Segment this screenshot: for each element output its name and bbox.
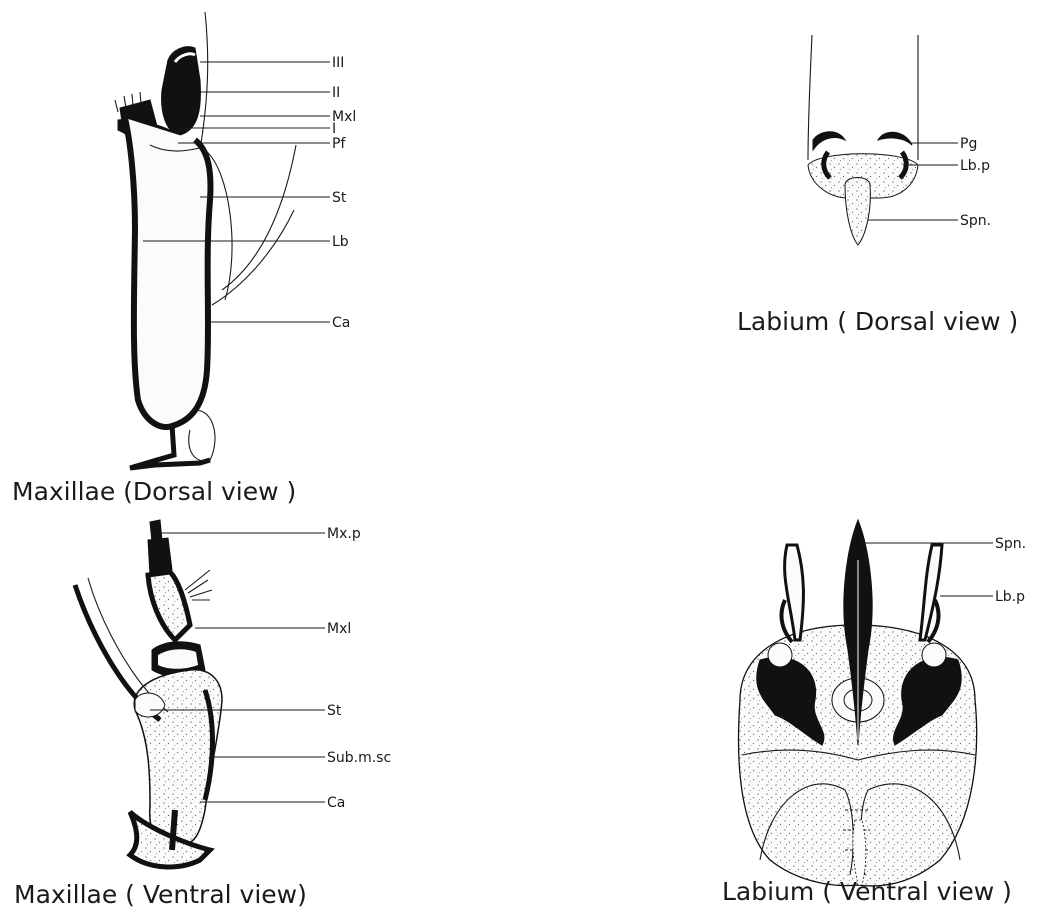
label-mxp: Mx.p [327, 526, 361, 542]
caption-labium-dorsal: Labium ( Dorsal view ) [737, 307, 1018, 336]
maxillae-ventral-drawing [75, 520, 222, 867]
label-spn-ventral: Spn. [995, 536, 1026, 552]
label-II: II [332, 85, 340, 101]
caption-labium-ventral: Labium ( Ventral view ) [722, 877, 1012, 906]
label-st-ventral: St [327, 703, 342, 719]
label-spn: Spn. [960, 213, 991, 229]
label-mxl-ventral: Mxl [327, 621, 351, 637]
caption-maxillae-ventral: Maxillae ( Ventral view) [14, 880, 307, 909]
label-I: I [332, 121, 336, 137]
label-ca: Ca [332, 315, 350, 331]
label-st: St [332, 190, 347, 206]
labium-dorsal-labels: Pg Lb.p Spn. [960, 136, 991, 229]
caption-maxillae-dorsal: Maxillae (Dorsal view ) [12, 477, 296, 506]
label-lb: Lb [332, 234, 349, 250]
label-lbp-ventral: Lb.p [995, 589, 1025, 605]
label-III: III [332, 55, 344, 71]
maxillae-dorsal-labels: III II Mxl I Pf St Lb Ca [332, 55, 356, 331]
labium-ventral-drawing [739, 520, 977, 886]
maxillae-dorsal-drawing [115, 12, 296, 468]
label-ca-ventral: Ca [327, 795, 345, 811]
label-submsc: Sub.m.sc [327, 750, 391, 766]
labium-dorsal-drawing [808, 35, 918, 245]
label-lbp: Lb.p [960, 158, 990, 174]
maxillae-ventral-labels: Mx.p Mxl St Sub.m.sc Ca [327, 526, 391, 811]
labium-ventral-labels: Spn. Lb.p [995, 536, 1026, 605]
label-pf: Pf [332, 136, 346, 152]
label-pg: Pg [960, 136, 977, 152]
